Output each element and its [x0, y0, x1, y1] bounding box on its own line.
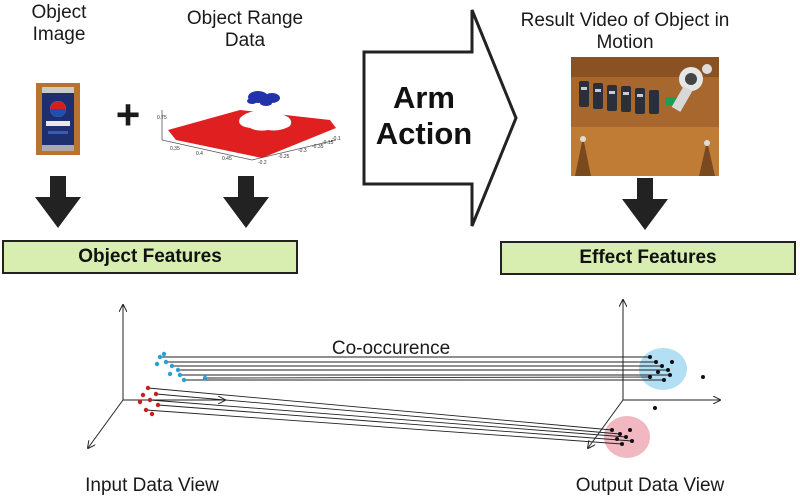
object-features-box: Object Features — [2, 240, 298, 274]
range-tick-label: 0.35 — [170, 146, 180, 152]
range-tick-label: -0.25 — [278, 154, 290, 160]
output-cluster-halo-blue — [639, 348, 687, 390]
object-features-label: Object Features — [78, 246, 222, 267]
range-tick-label: 0.4 — [196, 151, 203, 157]
range-tick-label: 0.75 — [157, 115, 167, 121]
range-tick-label: -0.1 — [332, 136, 341, 142]
output-data-view-label: Output Data View — [575, 475, 725, 496]
output-cluster-points — [610, 355, 705, 446]
range-surface — [168, 110, 336, 158]
result-video-label: Result Video of Object in Motion — [520, 10, 730, 53]
range-top-points — [247, 91, 280, 106]
range-plot-axes — [161, 110, 337, 161]
arm-action-label: Arm Action — [375, 80, 473, 151]
input-axes — [88, 305, 225, 448]
object-image-label: Object Image — [31, 2, 87, 45]
input-cluster-blue — [154, 351, 208, 383]
effect-features-label: Effect Features — [579, 247, 717, 268]
video-frame-icon — [571, 57, 719, 176]
effect-features-box: Effect Features — [500, 241, 796, 275]
block-arrow-down-icon — [223, 176, 269, 228]
output-axes — [588, 300, 720, 448]
object-range-label: Object Range Data — [186, 8, 304, 51]
plus-sign: + — [115, 91, 141, 138]
block-arrow-down-icon — [35, 176, 81, 228]
input-cluster-red — [137, 385, 161, 417]
range-tick-label: -0.35 — [312, 144, 324, 150]
co-occurrence-lines — [145, 356, 670, 445]
range-tick-label: -0.15 — [322, 140, 334, 146]
range-tick-label: 0.45 — [222, 156, 232, 162]
range-tick-label: -0.2 — [258, 160, 267, 166]
block-arrow-down-icon — [622, 178, 668, 230]
co-occurence-label: Co-occurence — [331, 338, 451, 359]
input-data-view-label: Input Data View — [85, 475, 219, 496]
soda-can-icon — [36, 83, 80, 155]
range-tick-label: -0.3 — [298, 148, 307, 154]
output-cluster-halo-pink — [604, 416, 650, 458]
range-surface-hole — [239, 110, 292, 131]
object-can-photo — [36, 83, 80, 155]
result-video-photo — [571, 57, 719, 176]
